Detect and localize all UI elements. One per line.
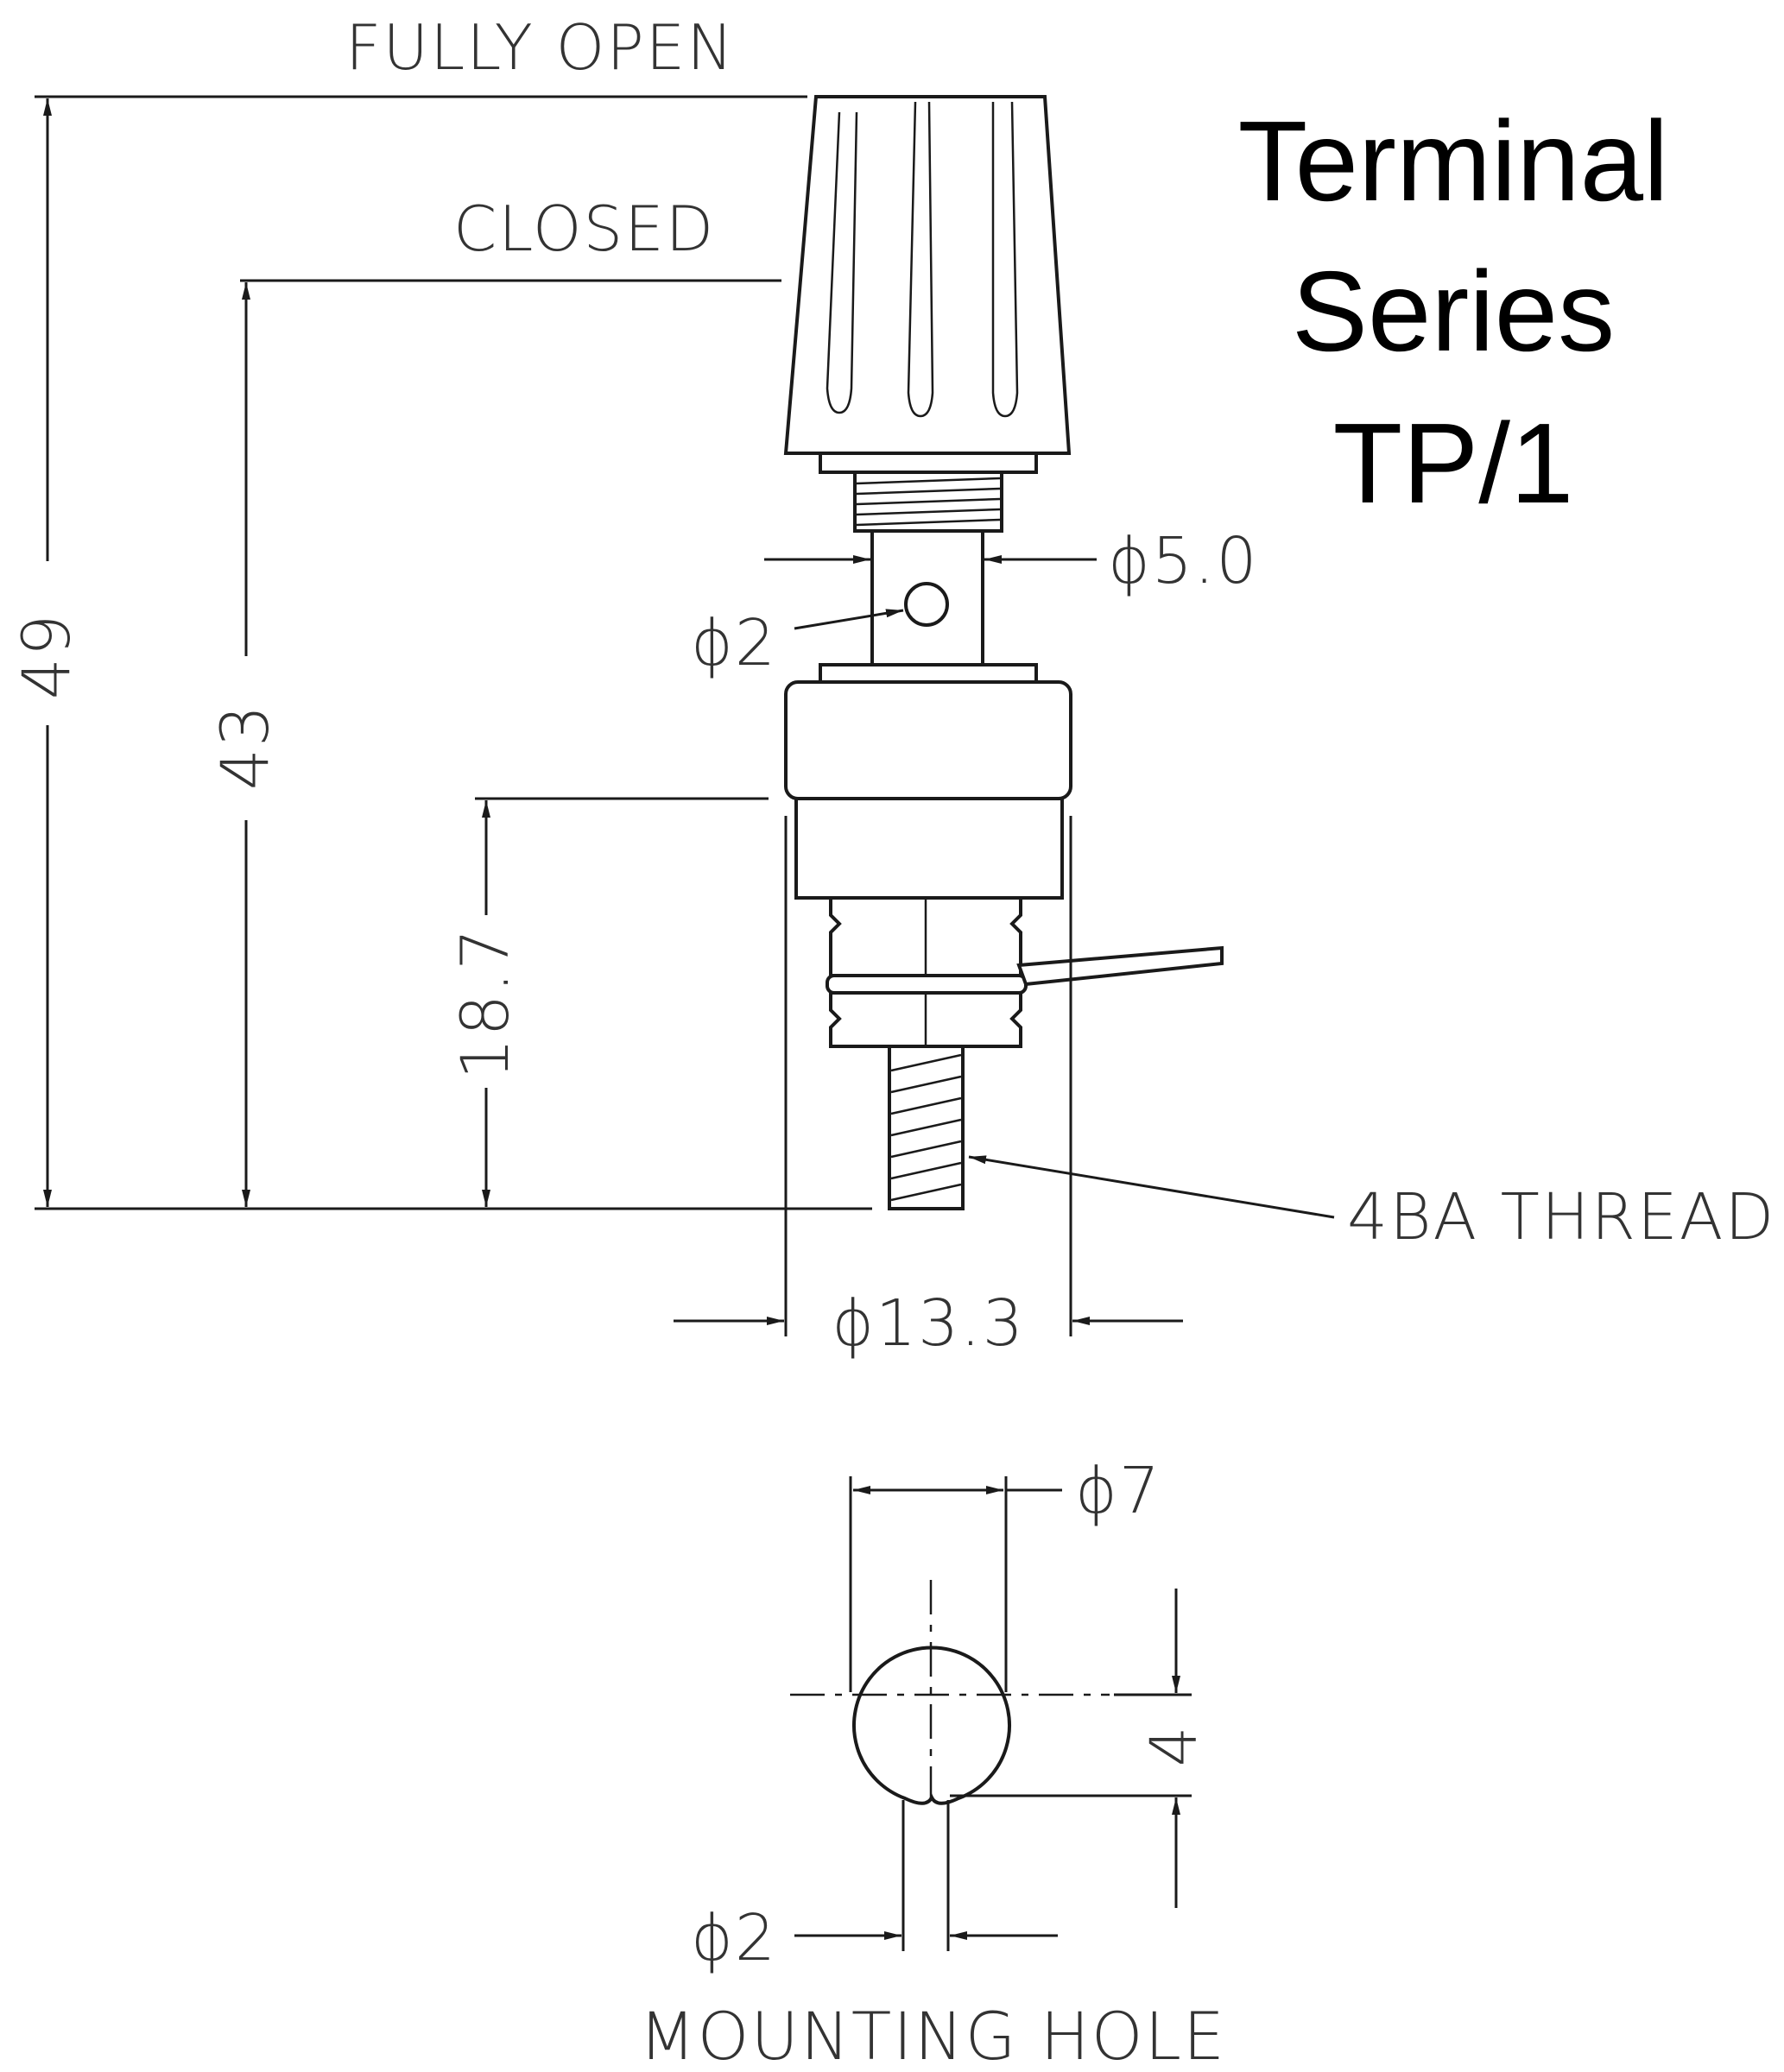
thread-lines-upper [856,477,1001,527]
dia-2-hole: ϕ2 [691,606,777,680]
label-mounting-hole: MOUNTING HOLE [639,1998,1226,2072]
terminal-part [783,95,1224,1210]
insulator-bush [794,797,1064,900]
dia-5-0: ϕ5.0 [1108,524,1259,598]
dim-thread: 4BA THREAD [968,1155,1775,1254]
label-fully-open: FULLY OPEN [345,11,735,84]
title-block: Terminal Series TP/1 [1238,98,1669,527]
dia-13-3: ϕ13.3 [832,1286,1025,1361]
washer [826,974,1028,995]
height-dimensions: FULLY OPEN CLOSED 49 43 18.7 [8,11,872,1210]
thread-lines-lower [890,1053,962,1202]
dim-cross-hole: ϕ2 [691,606,904,680]
knob-cap [783,95,1072,455]
dim-43: 43 [206,704,283,791]
dim-body-diameter: ϕ13.3 [674,816,1183,1361]
solder-tag [1016,945,1224,987]
label-closed: CLOSED [453,193,715,265]
label-4ba-thread: 4BA THREAD [1347,1180,1775,1254]
dia-7: ϕ7 [1075,1454,1161,1528]
title-line-3: TP/1 [1333,400,1574,527]
cross-hole [904,582,949,627]
knob-flute-1 [826,111,858,414]
dim-49: 49 [8,613,85,700]
dia-2-mount: ϕ2 [691,1901,777,1975]
title-line-2: Series [1292,248,1615,375]
knob-flute-2 [907,101,934,418]
knob-base [819,452,1038,474]
dim-18-7: 18.7 [446,926,523,1079]
insulator-body [784,680,1072,800]
knob-flute-3 [991,101,1019,418]
dim-4: 4 [1137,1724,1211,1766]
dim-shaft-diameter: ϕ5.0 [764,524,1259,598]
title-line-1: Terminal [1238,98,1669,224]
mounting-hole-view: ϕ7 4 ϕ2 MOUNTING HOLE [639,1454,1226,2072]
